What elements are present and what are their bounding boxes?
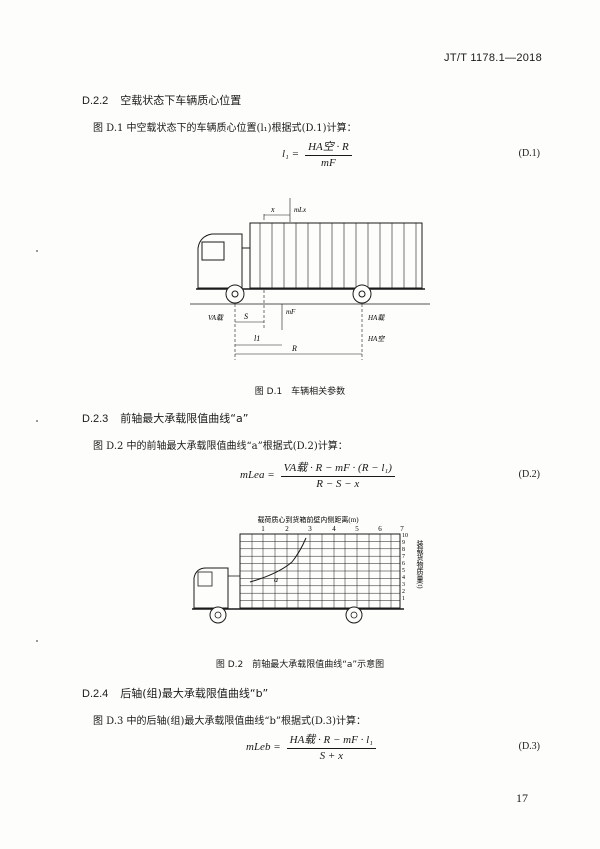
label-r: R	[291, 344, 297, 353]
section-text-d22: 图 D.1 中空载状态下的车辆质心位置(l₁)根据式(D.1)计算：	[93, 123, 357, 134]
equation-number-d3: (D.3)	[518, 741, 540, 752]
right-axis-ticks: 10 9 8 7 6 5 4 3 2 1	[402, 533, 408, 602]
margin-mark	[36, 640, 38, 642]
equation-d2: mLea =VA载 · R − mF · (R − l₁)R − S − x	[240, 459, 395, 490]
svg-text:2: 2	[285, 525, 289, 533]
label-s: S	[244, 312, 248, 321]
equation-number-d2: (D.2)	[518, 469, 540, 480]
cargo-box	[249, 222, 423, 289]
rear-wheel	[352, 284, 372, 304]
cab	[197, 233, 243, 289]
right-axis-title: 装载货物质量(t)	[416, 539, 424, 589]
svg-text:5: 5	[402, 568, 405, 574]
document-id: JT/T 1178.1—2018	[444, 52, 542, 64]
curve-a	[249, 537, 307, 583]
svg-text:5: 5	[355, 525, 359, 533]
figure-caption-d1: 图 D.1 车辆相关参数	[254, 387, 346, 397]
svg-text:1: 1	[261, 525, 265, 533]
margin-mark	[36, 250, 38, 252]
figure-front-axle-curve: 载荷质心到货箱前壁内侧距离(m) 1 2 3 4 5 6 7	[192, 515, 424, 624]
front-wheel	[209, 606, 227, 624]
margin-mark	[36, 420, 38, 422]
top-axis-title: 载荷质心到货箱前壁内侧距离(m)	[257, 515, 359, 524]
section-text-d23: 图 D.2 中的前轴最大承载限值曲线“a”根据式(D.2)计算：	[93, 441, 348, 452]
curve-label-a: a	[274, 575, 278, 584]
svg-text:9: 9	[402, 540, 405, 546]
equation-number-d1: (D.1)	[518, 148, 540, 159]
label-va: VA载	[208, 314, 224, 322]
section-text-d24: 图 D.3 中的后轴(组)最大承载限值曲线“b”根据式(D.3)计算：	[93, 716, 366, 727]
cab	[193, 567, 229, 609]
svg-text:7: 7	[400, 525, 404, 533]
label-ha-empty: HA空	[367, 335, 385, 343]
svg-text:8: 8	[402, 547, 405, 553]
svg-text:3: 3	[402, 582, 405, 588]
label-l1: l1	[254, 334, 260, 343]
rear-wheel	[345, 606, 363, 624]
svg-text:6: 6	[402, 561, 405, 567]
svg-text:4: 4	[402, 575, 405, 581]
front-wheel	[225, 284, 245, 304]
page-number: 17	[516, 791, 528, 805]
svg-text:4: 4	[332, 525, 336, 533]
label-mf: mF	[286, 308, 296, 316]
figure-caption-d2: 图 D.2 前轴最大承载限值曲线“a”示意图	[215, 660, 385, 670]
svg-text:2: 2	[402, 589, 405, 595]
label-mlx: mLx	[294, 206, 307, 214]
label-x: x	[270, 205, 275, 214]
top-axis-ticks: 1 2 3 4 5 6 7	[261, 525, 404, 533]
svg-text:10: 10	[402, 533, 408, 539]
svg-text:1: 1	[402, 596, 405, 602]
figure-vehicle-parameters: x mLx VA载 S mF HA载 HA空 l1 R	[190, 198, 430, 360]
svg-text:6: 6	[378, 525, 382, 533]
svg-text:3: 3	[308, 525, 312, 533]
svg-text:7: 7	[402, 554, 405, 560]
label-ha-loaded: HA载	[367, 314, 385, 322]
